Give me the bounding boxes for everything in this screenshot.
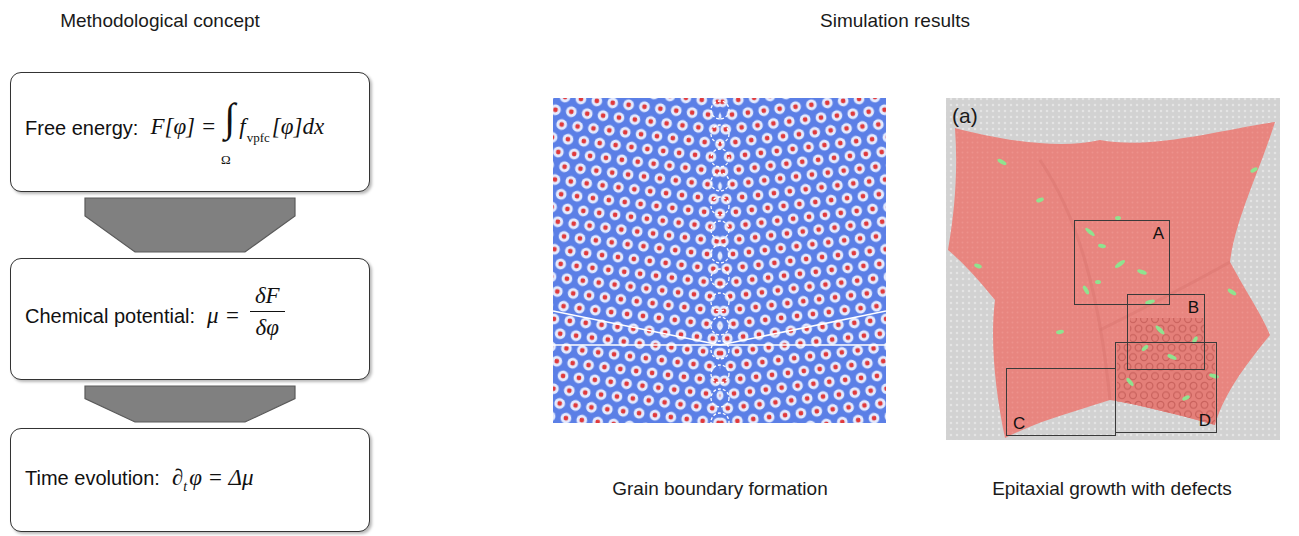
flow-chevron bbox=[85, 198, 295, 252]
region-box: B bbox=[1127, 294, 1205, 370]
formula-part: ∂ bbox=[172, 465, 183, 491]
formula-part: f bbox=[239, 114, 245, 140]
region-letter: D bbox=[1199, 411, 1211, 431]
formula-part: μ = bbox=[207, 303, 240, 329]
panel-heading: Simulation results bbox=[820, 10, 970, 33]
region-letter: B bbox=[1188, 298, 1199, 318]
formula-part: δφ bbox=[256, 315, 279, 341]
panel-heading: Methodological concept bbox=[60, 10, 260, 33]
panel-letter: (a) bbox=[952, 103, 978, 128]
process-box: Free energy: F[φ] = ∫ Ωfvpfc[φ]dx bbox=[10, 72, 370, 192]
formula-part: [φ]dx bbox=[272, 114, 324, 140]
region-box: D bbox=[1115, 342, 1217, 433]
box-heading: Free energy: bbox=[25, 117, 138, 140]
image-caption: Epitaxial growth with defects bbox=[992, 478, 1232, 501]
process-box: Chemical potential: μ = δF δφ bbox=[10, 258, 370, 380]
epitaxial-growth-image bbox=[946, 98, 1280, 440]
box-heading: Chemical potential: bbox=[25, 305, 195, 328]
box-heading: Time evolution: bbox=[25, 467, 160, 490]
formula-part: t bbox=[183, 479, 187, 495]
process-box: Time evolution: ∂tφ = Δμ bbox=[10, 428, 370, 532]
region-box: C bbox=[1006, 368, 1116, 436]
image-caption: Grain boundary formation bbox=[612, 478, 827, 501]
formula-part: ∫ bbox=[224, 95, 235, 141]
flow-chevron bbox=[85, 386, 295, 422]
formula-part: F[φ] = bbox=[150, 114, 216, 140]
region-letter: C bbox=[1013, 414, 1025, 434]
region-letter: A bbox=[1153, 224, 1164, 244]
formula-part: Ω bbox=[221, 153, 231, 168]
formula-part: δF bbox=[250, 283, 285, 312]
formula-part: vpfc bbox=[247, 131, 270, 146]
region-box: A bbox=[1074, 220, 1170, 305]
formula-part: φ = Δμ bbox=[189, 465, 253, 491]
grain-boundary-image bbox=[553, 98, 886, 423]
